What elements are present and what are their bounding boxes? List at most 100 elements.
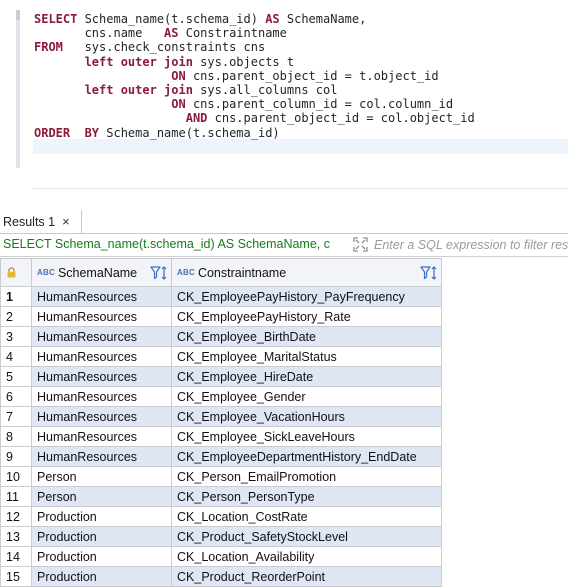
- filter-sort-icon[interactable]: [150, 265, 168, 281]
- cell-schemaname[interactable]: HumanResources: [31, 366, 172, 387]
- sql-keyword: AS: [265, 12, 280, 26]
- row-number: 13: [0, 526, 32, 547]
- cell-schemaname[interactable]: HumanResources: [31, 386, 172, 407]
- cell-constraintname[interactable]: CK_Employee_SickLeaveHours: [171, 426, 442, 447]
- cell-constraintname[interactable]: CK_Product_SafetyStockLevel: [171, 526, 442, 547]
- close-icon[interactable]: ×: [62, 214, 70, 229]
- cell-constraintname[interactable]: CK_Employee_BirthDate: [171, 326, 442, 347]
- filter-row: SELECT Schema_name(t.schema_id) AS Schem…: [0, 234, 568, 257]
- results-grid: ABC SchemaName ABC Constraintname: [0, 258, 568, 587]
- tab-results-label: Results 1: [3, 214, 56, 229]
- row-number: 8: [0, 426, 32, 447]
- cell-schemaname[interactable]: Person: [31, 466, 172, 487]
- sql-code[interactable]: SELECT Schema_name(t.schema_id) AS Schem…: [34, 12, 475, 140]
- expand-icon[interactable]: [352, 236, 369, 253]
- results-tabbar: Results 1 ×: [0, 210, 568, 234]
- sql-text: [34, 111, 186, 125]
- sql-text: SchemaName,: [279, 12, 367, 26]
- cell-constraintname[interactable]: CK_Employee_HireDate: [171, 366, 442, 387]
- cell-schemaname[interactable]: HumanResources: [31, 346, 172, 367]
- cell-constraintname[interactable]: CK_EmployeePayHistory_Rate: [171, 306, 442, 327]
- text-type-icon: ABC: [177, 268, 195, 277]
- cell-schemaname[interactable]: HumanResources: [31, 446, 172, 467]
- cell-schemaname[interactable]: HumanResources: [31, 286, 172, 307]
- gutter-marker: [16, 10, 20, 20]
- code-line: FROM sys.check_constraints cns: [34, 40, 475, 54]
- row-number: 4: [0, 346, 32, 367]
- current-line-highlight: [33, 139, 568, 154]
- row-number: 6: [0, 386, 32, 407]
- cell-constraintname[interactable]: CK_EmployeePayHistory_PayFrequency: [171, 286, 442, 307]
- sql-text: [34, 97, 171, 111]
- cell-constraintname[interactable]: CK_Location_Availability: [171, 546, 442, 567]
- lock-icon: [7, 267, 16, 278]
- sql-keyword: ORDER BY: [34, 125, 100, 140]
- row-number: 10: [0, 466, 32, 487]
- tab-results-1[interactable]: Results 1 ×: [0, 210, 82, 233]
- sql-keyword: ON: [171, 68, 186, 83]
- row-number-header[interactable]: [0, 258, 32, 287]
- cell-constraintname[interactable]: CK_Employee_Gender: [171, 386, 442, 407]
- cell-constraintname[interactable]: CK_Employee_MaritalStatus: [171, 346, 442, 367]
- cell-constraintname[interactable]: CK_Employee_VacationHours: [171, 406, 442, 427]
- cell-schemaname[interactable]: HumanResources: [31, 306, 172, 327]
- text-type-icon: ABC: [37, 268, 55, 277]
- cell-constraintname[interactable]: CK_Person_EmailPromotion: [171, 466, 442, 487]
- column-header-label: Constraintname: [197, 265, 287, 280]
- filter-sort-icon[interactable]: [420, 265, 438, 281]
- cell-schemaname[interactable]: Production: [31, 546, 172, 567]
- sql-text: sys.all_columns col: [192, 82, 338, 97]
- sql-text: cns.parent_column_id = col.column_id: [185, 97, 454, 112]
- sql-text: cns.parent_object_id = col.object_id: [207, 111, 475, 126]
- code-line: left outer join sys.all_columns col: [34, 83, 475, 97]
- column-header-constraintname[interactable]: ABC Constraintname: [171, 258, 442, 287]
- code-line: ON cns.parent_column_id = col.column_id: [34, 97, 475, 111]
- cell-schemaname[interactable]: HumanResources: [31, 426, 172, 447]
- query-text: SELECT Schema_name(t.schema_id) AS Schem…: [3, 237, 330, 251]
- sql-text: cns.parent_object_id = t.object_id: [185, 68, 439, 83]
- sql-keyword: AS: [164, 26, 179, 41]
- sql-text: [34, 55, 85, 69]
- row-number: 5: [0, 366, 32, 387]
- cell-schemaname[interactable]: Person: [31, 486, 172, 507]
- filter-input[interactable]: [372, 236, 568, 254]
- code-line: left outer join sys.objects t: [34, 55, 475, 69]
- row-number: 9: [0, 446, 32, 467]
- cell-schemaname[interactable]: Production: [31, 506, 172, 527]
- row-number: 3: [0, 326, 32, 347]
- sql-editor[interactable]: SELECT Schema_name(t.schema_id) AS Schem…: [0, 0, 568, 189]
- editor-divider: [33, 188, 568, 189]
- sql-text: Constraintname: [178, 26, 287, 41]
- cell-constraintname[interactable]: CK_Person_PersonType: [171, 486, 442, 507]
- cell-constraintname[interactable]: CK_Location_CostRate: [171, 506, 442, 527]
- sql-keyword: AND: [185, 111, 208, 126]
- sql-text: [34, 69, 171, 83]
- sql-text: cns.name: [34, 26, 165, 41]
- row-number: 12: [0, 506, 32, 527]
- sql-keyword: left outer join: [84, 82, 193, 97]
- cell-schemaname[interactable]: HumanResources: [31, 406, 172, 427]
- grid-header-row: ABC SchemaName ABC Constraintname: [0, 258, 442, 287]
- cell-constraintname[interactable]: CK_EmployeeDepartmentHistory_EndDate: [171, 446, 442, 467]
- row-number: 11: [0, 486, 32, 507]
- code-line: AND cns.parent_object_id = col.object_id: [34, 111, 475, 125]
- column-header-label: SchemaName: [57, 265, 138, 280]
- column-header-schemaname[interactable]: ABC SchemaName: [31, 258, 172, 287]
- cell-schemaname[interactable]: Production: [31, 526, 172, 547]
- cell-schemaname[interactable]: HumanResources: [31, 326, 172, 347]
- sql-text: [34, 83, 85, 97]
